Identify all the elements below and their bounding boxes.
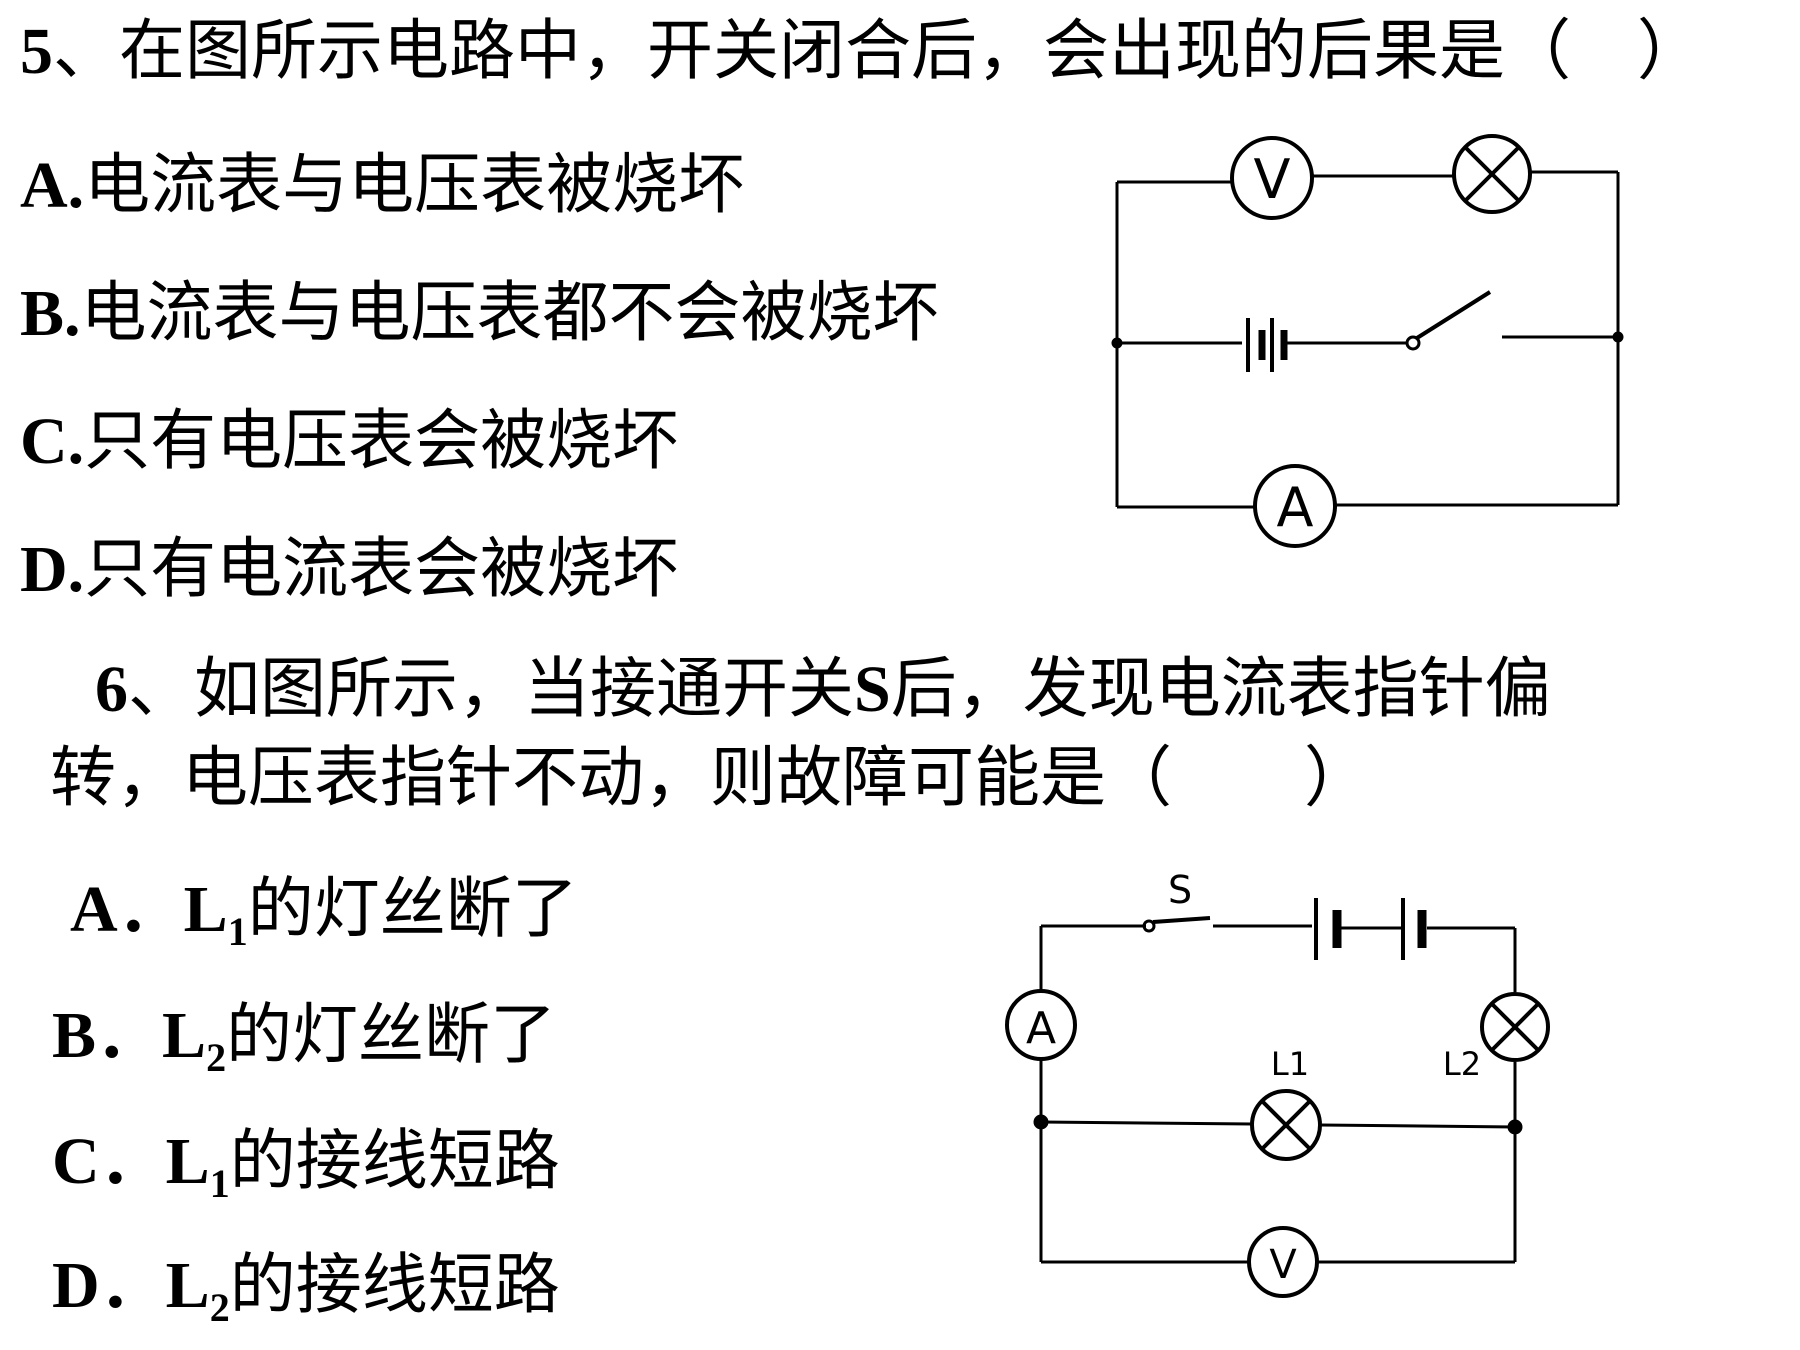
q6-junction-left [1033,1114,1049,1130]
q6-option-d-text: 的接线短路 [229,1246,560,1323]
q6-option-b-lamp: L [162,999,207,1072]
q6-stem-switch: S [854,653,891,726]
q6-option-c-sub: 1 [209,1161,230,1206]
q6-lamp2-cross-2 [1490,1002,1540,1052]
q5-option-a: A.电流表与电压表被烧坏 [20,152,744,219]
q6-switch-label: S [1168,868,1192,912]
q5-switch-blade [1415,290,1492,340]
q5-junction-right [1612,331,1624,343]
q6-option-a-lamp: L [183,873,228,946]
q6-option-b: B．L2的灯丝断了 [52,1002,556,1078]
q6-circuit [1005,898,1550,1298]
q6-lamp2-icon [1480,992,1550,1062]
q5-circuit [1111,134,1624,548]
q5-option-b-text: 电流表与电压表都不会被烧坏 [80,274,939,351]
q6-ammeter-icon [1005,989,1077,1061]
q6-lamp2-label: L2 [1443,1045,1481,1083]
q5-lamp-icon [1452,134,1532,214]
q5-option-b: B.电流表与电压表都不会被烧坏 [20,280,939,347]
q5-ammeter-icon [1253,464,1337,548]
q6-wire-mid-left [1040,1120,1253,1126]
q5-switch-pivot [1405,335,1421,351]
q5-option-c: C.只有电压表会被烧坏 [20,408,678,475]
q6-stem-line1: 6、如图所示，当接通开关S后，发现电流表指针偏 [95,656,1551,723]
q6-option-b-label: B． [52,999,163,1072]
q6-stem-line1-b: 后，发现电流表指针偏 [890,650,1551,727]
q6-switch-pivot [1142,919,1156,933]
q5-option-b-label: B. [20,277,81,350]
q5-option-d-label: D. [20,533,85,606]
q6-stem-line2-text: 转，电压表指针不动，则故障可能是（ ） [50,739,1370,816]
q6-lamp1-cross-2 [1260,1099,1312,1151]
q6-number: 6 [95,653,128,726]
q6-option-a-text: 的灯丝断了 [247,870,578,947]
q5-number: 5 [20,15,53,88]
q5-option-c-label: C. [20,405,85,478]
q6-voltmeter-label: V [1269,1242,1297,1288]
q6-option-c: C．L1的接线短路 [52,1128,560,1204]
q5-option-d: D.只有电流表会被烧坏 [20,536,678,603]
q5-stem: 5、在图所示电路中，开关闭合后，会出现的后果是（ ） [20,18,1703,85]
q5-stem-text: 、在图所示电路中，开关闭合后，会出现的后果是（ ） [53,12,1703,89]
q6-option-a: A．L1的灯丝断了 [70,876,578,952]
q6-option-d-lamp: L [165,1249,210,1322]
q6-voltmeter-icon [1247,1226,1319,1298]
q6-ammeter-label: A [1026,1003,1056,1054]
q6-option-c-label: C． [52,1125,166,1198]
q6-option-d: D．L2的接线短路 [52,1252,560,1328]
q5-voltmeter-icon [1230,136,1314,220]
q6-wire-mid-right [1319,1123,1516,1129]
q6-stem-line1-a: 、如图所示，当接通开关 [128,650,854,727]
q5-lamp-cross-2 [1463,145,1521,203]
q5-option-d-text: 只有电流表会被烧坏 [84,530,679,607]
q5-option-a-label: A. [20,149,85,222]
q6-switch-blade [1152,916,1211,924]
q6-option-d-label: D． [52,1249,166,1322]
q6-option-c-lamp: L [165,1125,210,1198]
q6-option-d-sub: 2 [209,1285,230,1330]
q5-option-a-text: 电流表与电压表被烧坏 [84,146,745,223]
q6-stem-line2: 转，电压表指针不动，则故障可能是（ ） [50,745,1370,811]
q6-lamp1-icon [1250,1089,1322,1161]
q6-junction-right [1507,1119,1523,1135]
q5-voltmeter-label: V [1254,148,1291,211]
q6-option-a-sub: 1 [227,909,248,954]
q6-option-b-sub: 2 [206,1035,227,1080]
q5-ammeter-label: A [1277,476,1314,539]
q6-lamp1-label: L1 [1271,1045,1309,1083]
q5-junction-left [1111,337,1123,349]
q6-option-a-label: A． [70,873,184,946]
q6-option-c-text: 的接线短路 [229,1122,560,1199]
q5-option-c-text: 只有电压表会被烧坏 [84,402,679,479]
q6-option-b-text: 的灯丝断了 [226,996,557,1073]
